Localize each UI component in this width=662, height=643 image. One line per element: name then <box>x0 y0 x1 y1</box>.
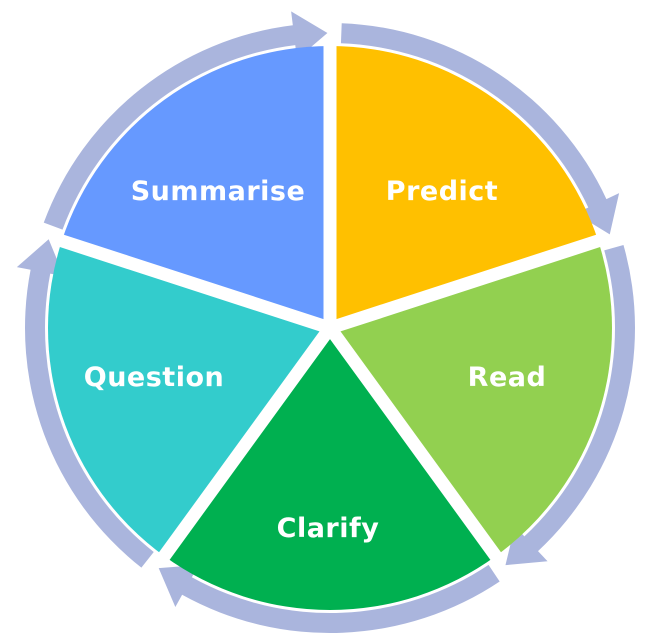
cycle-arrow-predict <box>340 23 620 235</box>
segment-label-question: Question <box>84 362 225 393</box>
cycle-arrow-question <box>16 239 154 568</box>
cycle-arrow-clarify <box>158 564 500 633</box>
segment-divider <box>324 324 505 565</box>
segment-label-read: Read <box>468 362 547 393</box>
cycle-labels: Predict Read Clarify Question Summarise <box>84 176 547 544</box>
segment-label-summarise: Summarise <box>131 176 306 207</box>
cycle-arrow-summarise <box>43 11 328 230</box>
segment-divider <box>155 324 336 565</box>
segment-clarify <box>164 328 496 610</box>
segment-label-predict: Predict <box>386 176 498 207</box>
segment-label-clarify: Clarify <box>277 513 380 544</box>
segment-divider <box>327 232 606 335</box>
segment-divider <box>54 232 333 335</box>
cycle-segments <box>48 40 612 610</box>
segment-question <box>48 240 331 557</box>
center-hub <box>321 319 339 337</box>
segment-read <box>330 240 612 557</box>
